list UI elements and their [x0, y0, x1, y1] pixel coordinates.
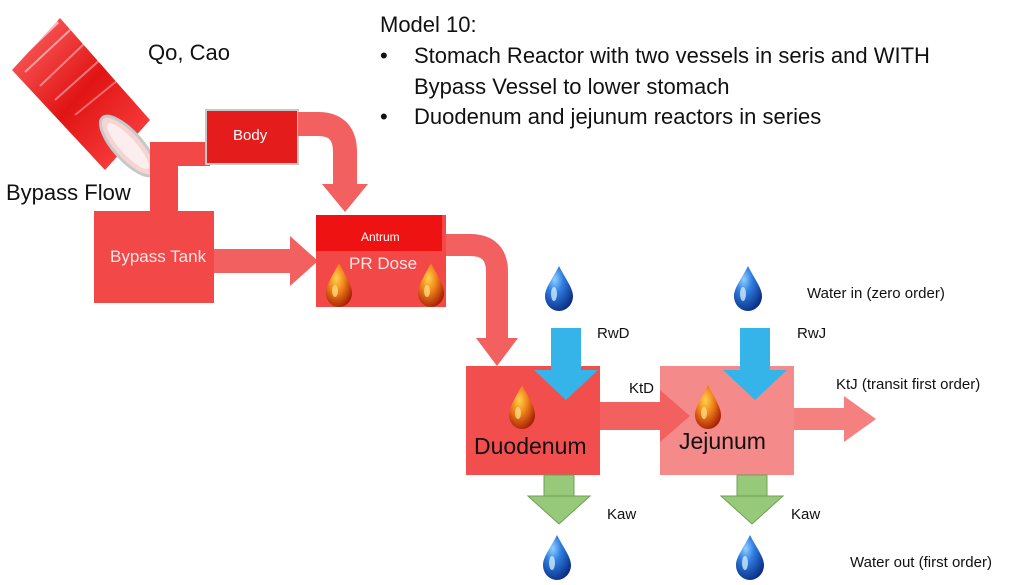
bypass-to-stomach-arrow [214, 236, 318, 286]
body-box [205, 109, 299, 165]
ktd-label: KtD [629, 380, 655, 397]
water-drop-icon [543, 535, 571, 580]
duodenum-to-jejunum-arrow [600, 390, 690, 442]
pr-dose-label: PR Dose [349, 254, 418, 273]
body-label: Body [233, 127, 268, 144]
jejunum-label: Jejunum [679, 428, 766, 454]
antrum-label: Antrum [361, 230, 400, 244]
bullet-text: Stomach Reactor with two vessels in seri… [414, 42, 930, 68]
water-out-arrow-jejunum [719, 474, 785, 525]
bullet-text: Bypass Vessel to lower stomach [414, 73, 730, 99]
kaw-jejunum-label: Kaw [791, 506, 821, 523]
duodenum-label: Duodenum [474, 433, 587, 459]
bypass-flow-pipe [150, 142, 210, 212]
bullet-item: Duodenum and jejunum reactors in series [380, 102, 930, 133]
water-drop-icon [734, 266, 762, 311]
water-drop-icon [545, 266, 573, 311]
inflow-label: Qo, Cao [148, 40, 230, 65]
water-in-label: Water in (zero order) [807, 285, 945, 302]
kaw-duodenum-label: Kaw [607, 506, 637, 523]
red-cup-icon [12, 18, 157, 178]
water-in-arrow-jejunum [723, 328, 787, 400]
water-out-label: Water out (first order) [850, 554, 992, 571]
bypass-flow-label: Bypass Flow [6, 180, 131, 205]
bullet-item: Stomach Reactor with two vessels in seri… [380, 41, 930, 103]
stomach-to-duodenum-arrow [446, 234, 518, 366]
bypass-tank-label: Bypass Tank [110, 247, 207, 266]
jejunum-transit-arrow [794, 396, 876, 442]
body-to-antrum-arrow [298, 112, 368, 212]
water-in-arrow-duodenum [534, 328, 598, 400]
water-out-arrow-duodenum [526, 474, 592, 525]
model-bullets: Stomach Reactor with two vessels in seri… [380, 41, 930, 133]
rwd-label: RwD [597, 325, 630, 342]
model-description: Model 10: Stomach Reactor with two vesse… [380, 10, 930, 133]
rwj-label: RwJ [797, 325, 827, 342]
bypass-tank-box [94, 211, 214, 303]
water-drop-icon [736, 535, 764, 580]
model-title: Model 10: [380, 12, 477, 37]
antrum-box [316, 215, 442, 251]
bullet-text: Duodenum and jejunum reactors in series [414, 104, 822, 130]
ktj-label: KtJ (transit first order) [836, 376, 981, 393]
